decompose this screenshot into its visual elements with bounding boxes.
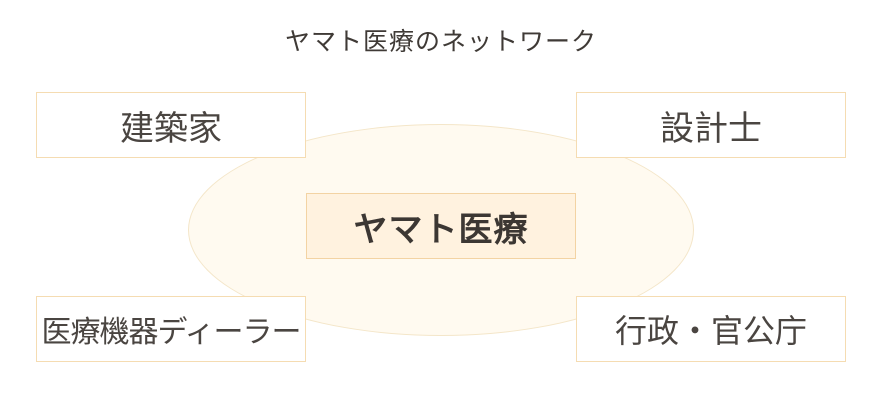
center-node: ヤマト医療 <box>306 193 576 259</box>
node-government: 行政・官公庁 <box>576 296 846 362</box>
node-architect: 建築家 <box>36 92 306 158</box>
node-medical-dealer: 医療機器ディーラー <box>36 296 306 362</box>
node-designer: 設計士 <box>576 92 846 158</box>
diagram-title: ヤマト医療のネットワーク <box>284 27 597 56</box>
